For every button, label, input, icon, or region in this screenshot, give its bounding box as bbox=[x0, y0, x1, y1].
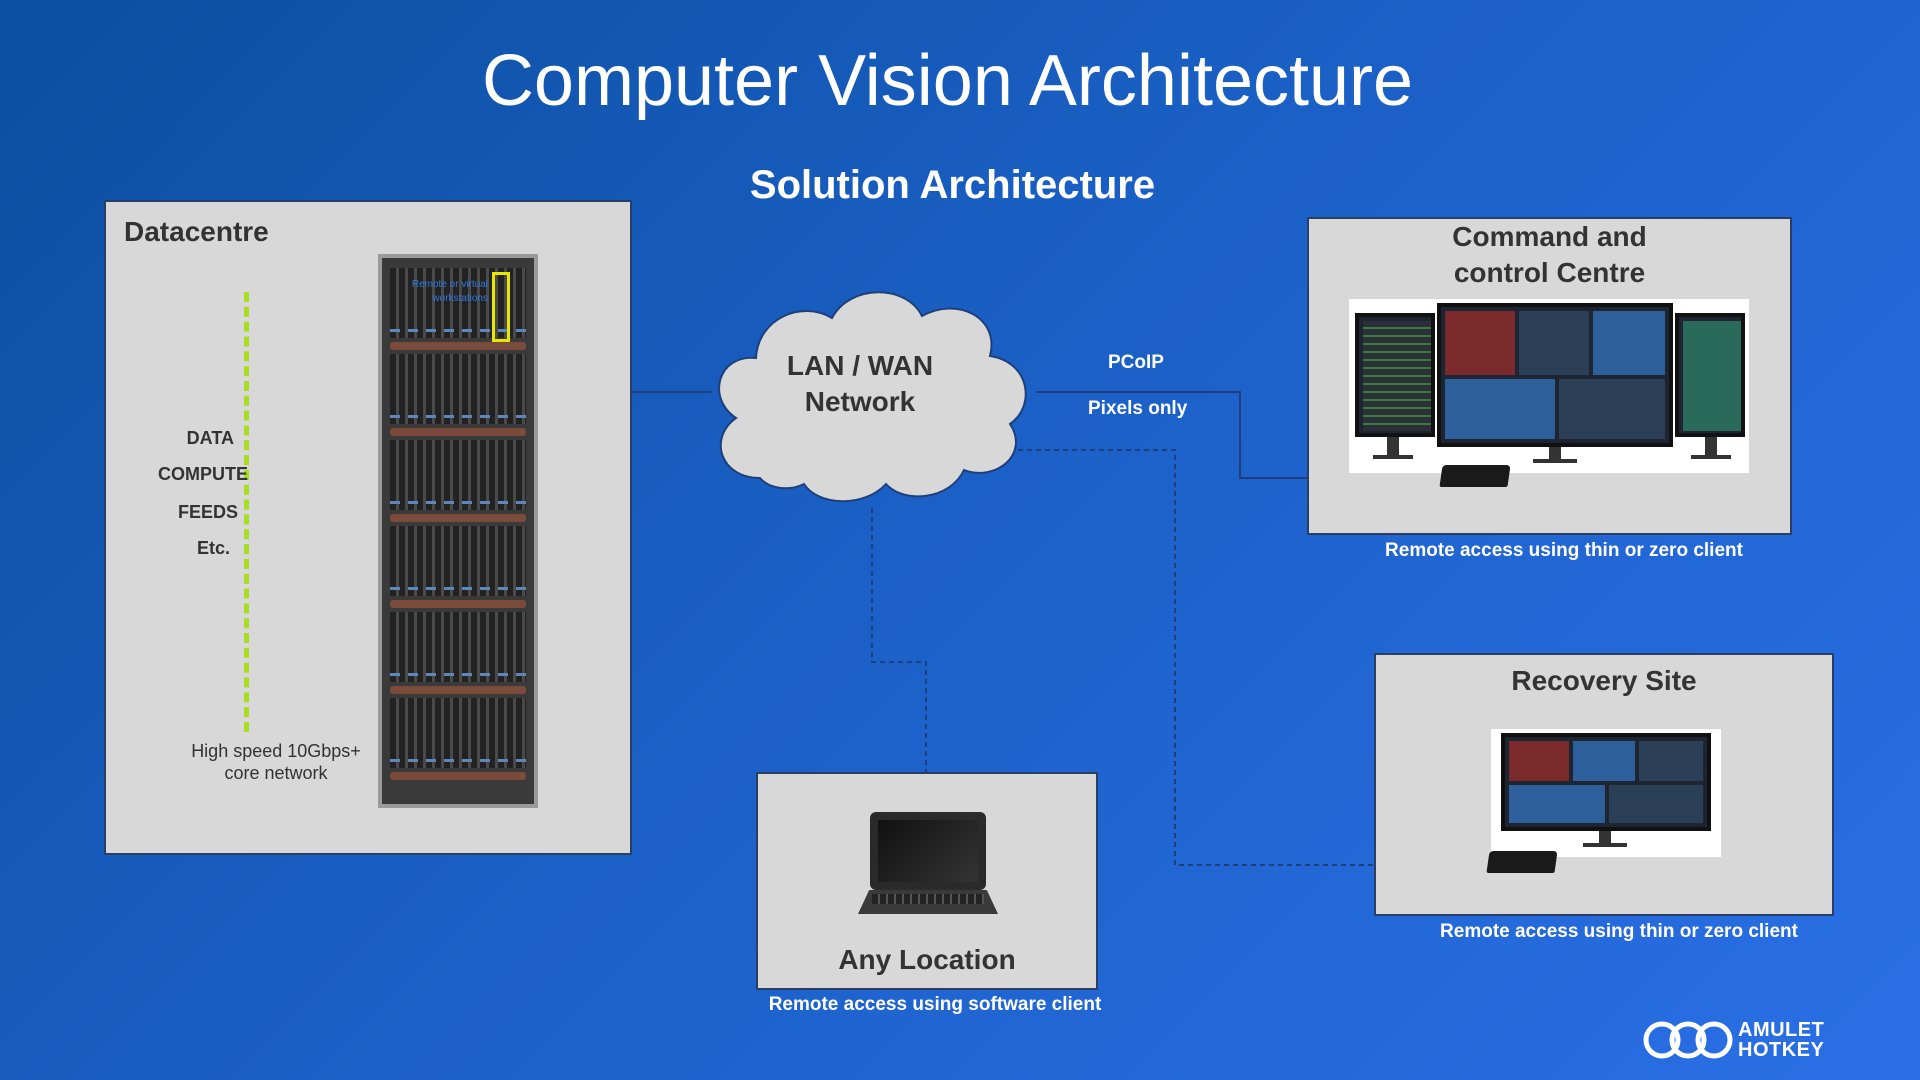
dc-label-data: DATA bbox=[186, 428, 234, 448]
command-centre-title: Command and control Centre bbox=[1309, 219, 1790, 291]
laptop-icon bbox=[858, 812, 998, 922]
dc-label-feeds: FEEDS bbox=[177, 502, 238, 522]
server-rack-icon: Remote or virtual workstations bbox=[378, 254, 538, 808]
lan-wan-cloud: LAN / WAN Network bbox=[700, 278, 1040, 508]
dc-label-etc: Etc. bbox=[196, 538, 230, 558]
monitor-icon bbox=[1491, 729, 1721, 857]
amulet-hotkey-logo-icon bbox=[1643, 1021, 1733, 1059]
monitor-wall-icon bbox=[1349, 299, 1749, 487]
recovery-site-title: Recovery Site bbox=[1511, 665, 1697, 696]
network-label: LAN / WAN Network bbox=[700, 348, 1020, 420]
logo-line2: HOTKEY bbox=[1738, 1039, 1825, 1061]
any-location-panel: Any Location bbox=[756, 772, 1098, 990]
network-label-line1: LAN / WAN bbox=[786, 350, 934, 381]
any-location-caption: Remote access using software client bbox=[768, 994, 1102, 1015]
dc-label-compute: COMPUTE bbox=[158, 464, 248, 484]
command-centre-caption: Remote access using thin or zero client bbox=[1385, 540, 1743, 561]
thin-client-icon bbox=[1439, 465, 1511, 487]
command-centre-panel: Command and control Centre bbox=[1307, 217, 1792, 535]
any-location-title: Any Location bbox=[838, 944, 1016, 975]
pixels-only-label: Pixels only bbox=[1088, 398, 1188, 419]
network-label-line2: Network bbox=[804, 386, 916, 417]
rack-highlight-box bbox=[492, 272, 510, 342]
pcoip-label: PCoIP bbox=[1108, 352, 1164, 373]
command-centre-title-line1: Command and bbox=[1452, 221, 1647, 252]
page-subtitle: Solution Architecture bbox=[749, 163, 1156, 207]
recovery-site-caption: Remote access using thin or zero client bbox=[1440, 921, 1798, 942]
datacentre-title: Datacentre bbox=[124, 216, 269, 247]
network-to-anylocation-line bbox=[871, 508, 927, 812]
recovery-site-panel: Recovery Site bbox=[1374, 653, 1834, 916]
logo-wordmark: AMULET HOTKEY bbox=[1738, 1020, 1824, 1060]
core-network-note: High speed 10Gbps+ core network bbox=[191, 741, 361, 783]
cloud-icon bbox=[718, 291, 1027, 503]
logo-line1: AMULET bbox=[1738, 1019, 1825, 1041]
rack-workstation-label: Remote or virtual workstations bbox=[411, 279, 488, 304]
command-centre-title-line2: control Centre bbox=[1453, 257, 1646, 288]
thin-client-icon bbox=[1486, 851, 1558, 873]
datacentre-panel: Datacentre DATA COMPUTE FEEDS Etc. Remot… bbox=[104, 200, 632, 855]
core-network-dashed-line bbox=[244, 292, 249, 732]
page-title: Computer Vision Architecture bbox=[481, 41, 1414, 121]
